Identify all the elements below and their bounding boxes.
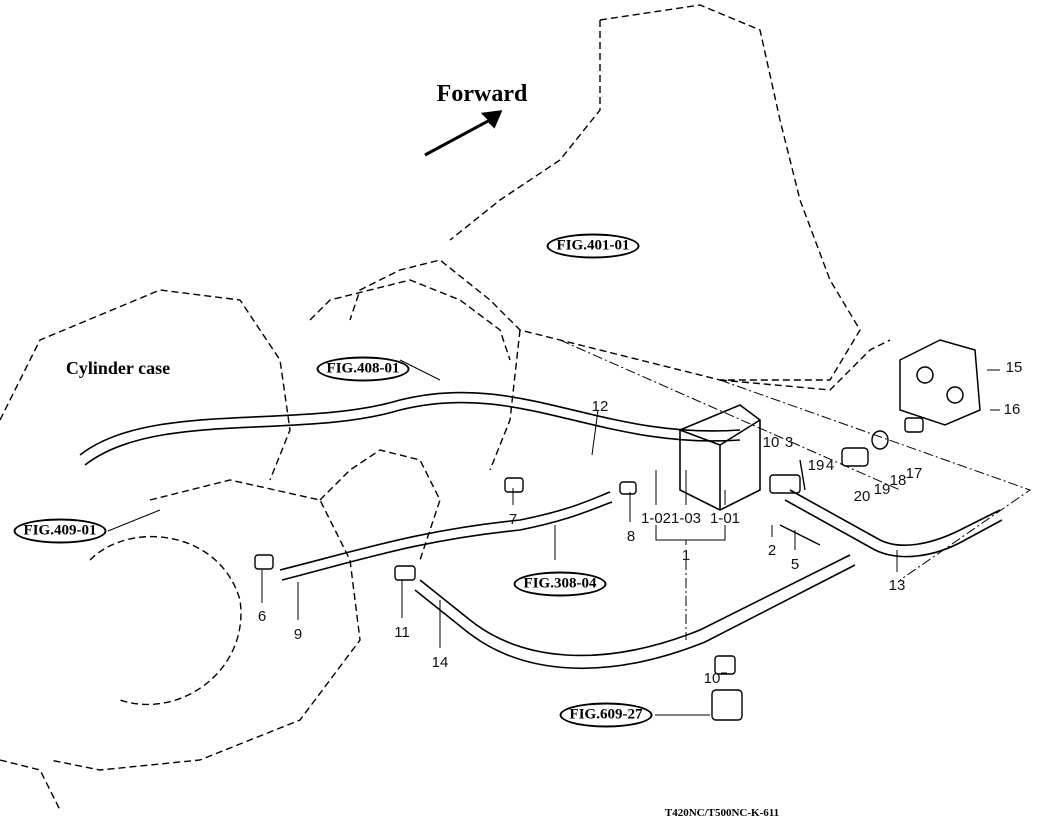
part-19b: 19 xyxy=(873,481,891,498)
part-16: 16 xyxy=(1003,401,1021,418)
part-1-01: 1-01 xyxy=(709,510,741,527)
part-8: 8 xyxy=(626,528,636,545)
part-17: 17 xyxy=(905,465,923,482)
part-20: 20 xyxy=(853,488,871,505)
fig-ref-409-01[interactable]: FIG.409-01 xyxy=(13,518,107,544)
part-6: 6 xyxy=(257,608,267,625)
leader-lines xyxy=(107,359,1000,716)
forward-title: Forward xyxy=(436,81,528,107)
part-1-02: 1-02 xyxy=(640,510,672,527)
part-11: 11 xyxy=(394,624,410,641)
fig-ref-401-01[interactable]: FIG.401-01 xyxy=(546,233,640,259)
fig-ref-609-27[interactable]: FIG.609-27 xyxy=(559,702,653,728)
part-19: 19 xyxy=(807,457,825,474)
hose-9 xyxy=(279,491,613,581)
drawing-code: T420NC/T500NC-K-611 xyxy=(664,807,780,819)
part-5: 5 xyxy=(790,556,800,573)
part-2: 2 xyxy=(767,542,777,559)
part-13: 13 xyxy=(888,577,906,594)
fig-ref-308-04[interactable]: FIG.308-04 xyxy=(513,571,607,597)
dash-dot-lines xyxy=(559,339,1032,640)
part-9: 9 xyxy=(293,626,303,643)
part-18: 18 xyxy=(889,472,907,489)
hose-14 xyxy=(414,554,856,669)
fig-ref-408-01[interactable]: FIG.408-01 xyxy=(316,356,410,382)
part-10: 10 xyxy=(762,434,780,451)
coupler-assembly xyxy=(899,339,981,426)
hose-13 xyxy=(784,489,1003,558)
part-14: 14 xyxy=(431,654,449,671)
part-15: 15 xyxy=(1005,359,1023,376)
cylinder-case-label: Cylinder case xyxy=(65,358,171,378)
part-7: 7 xyxy=(508,511,518,528)
valve-block xyxy=(679,404,761,511)
part-10b: 10 xyxy=(703,670,721,687)
part-1: 1 xyxy=(681,547,691,564)
rear-axle-case xyxy=(0,289,441,811)
part-3: 3 xyxy=(784,434,794,451)
fittings xyxy=(254,417,924,721)
forward-arrow xyxy=(424,110,503,157)
part-12: 12 xyxy=(591,398,609,415)
part-1-03: 1-03 xyxy=(670,510,702,527)
part-4: 4 xyxy=(825,457,835,474)
hose-12 xyxy=(79,391,741,466)
